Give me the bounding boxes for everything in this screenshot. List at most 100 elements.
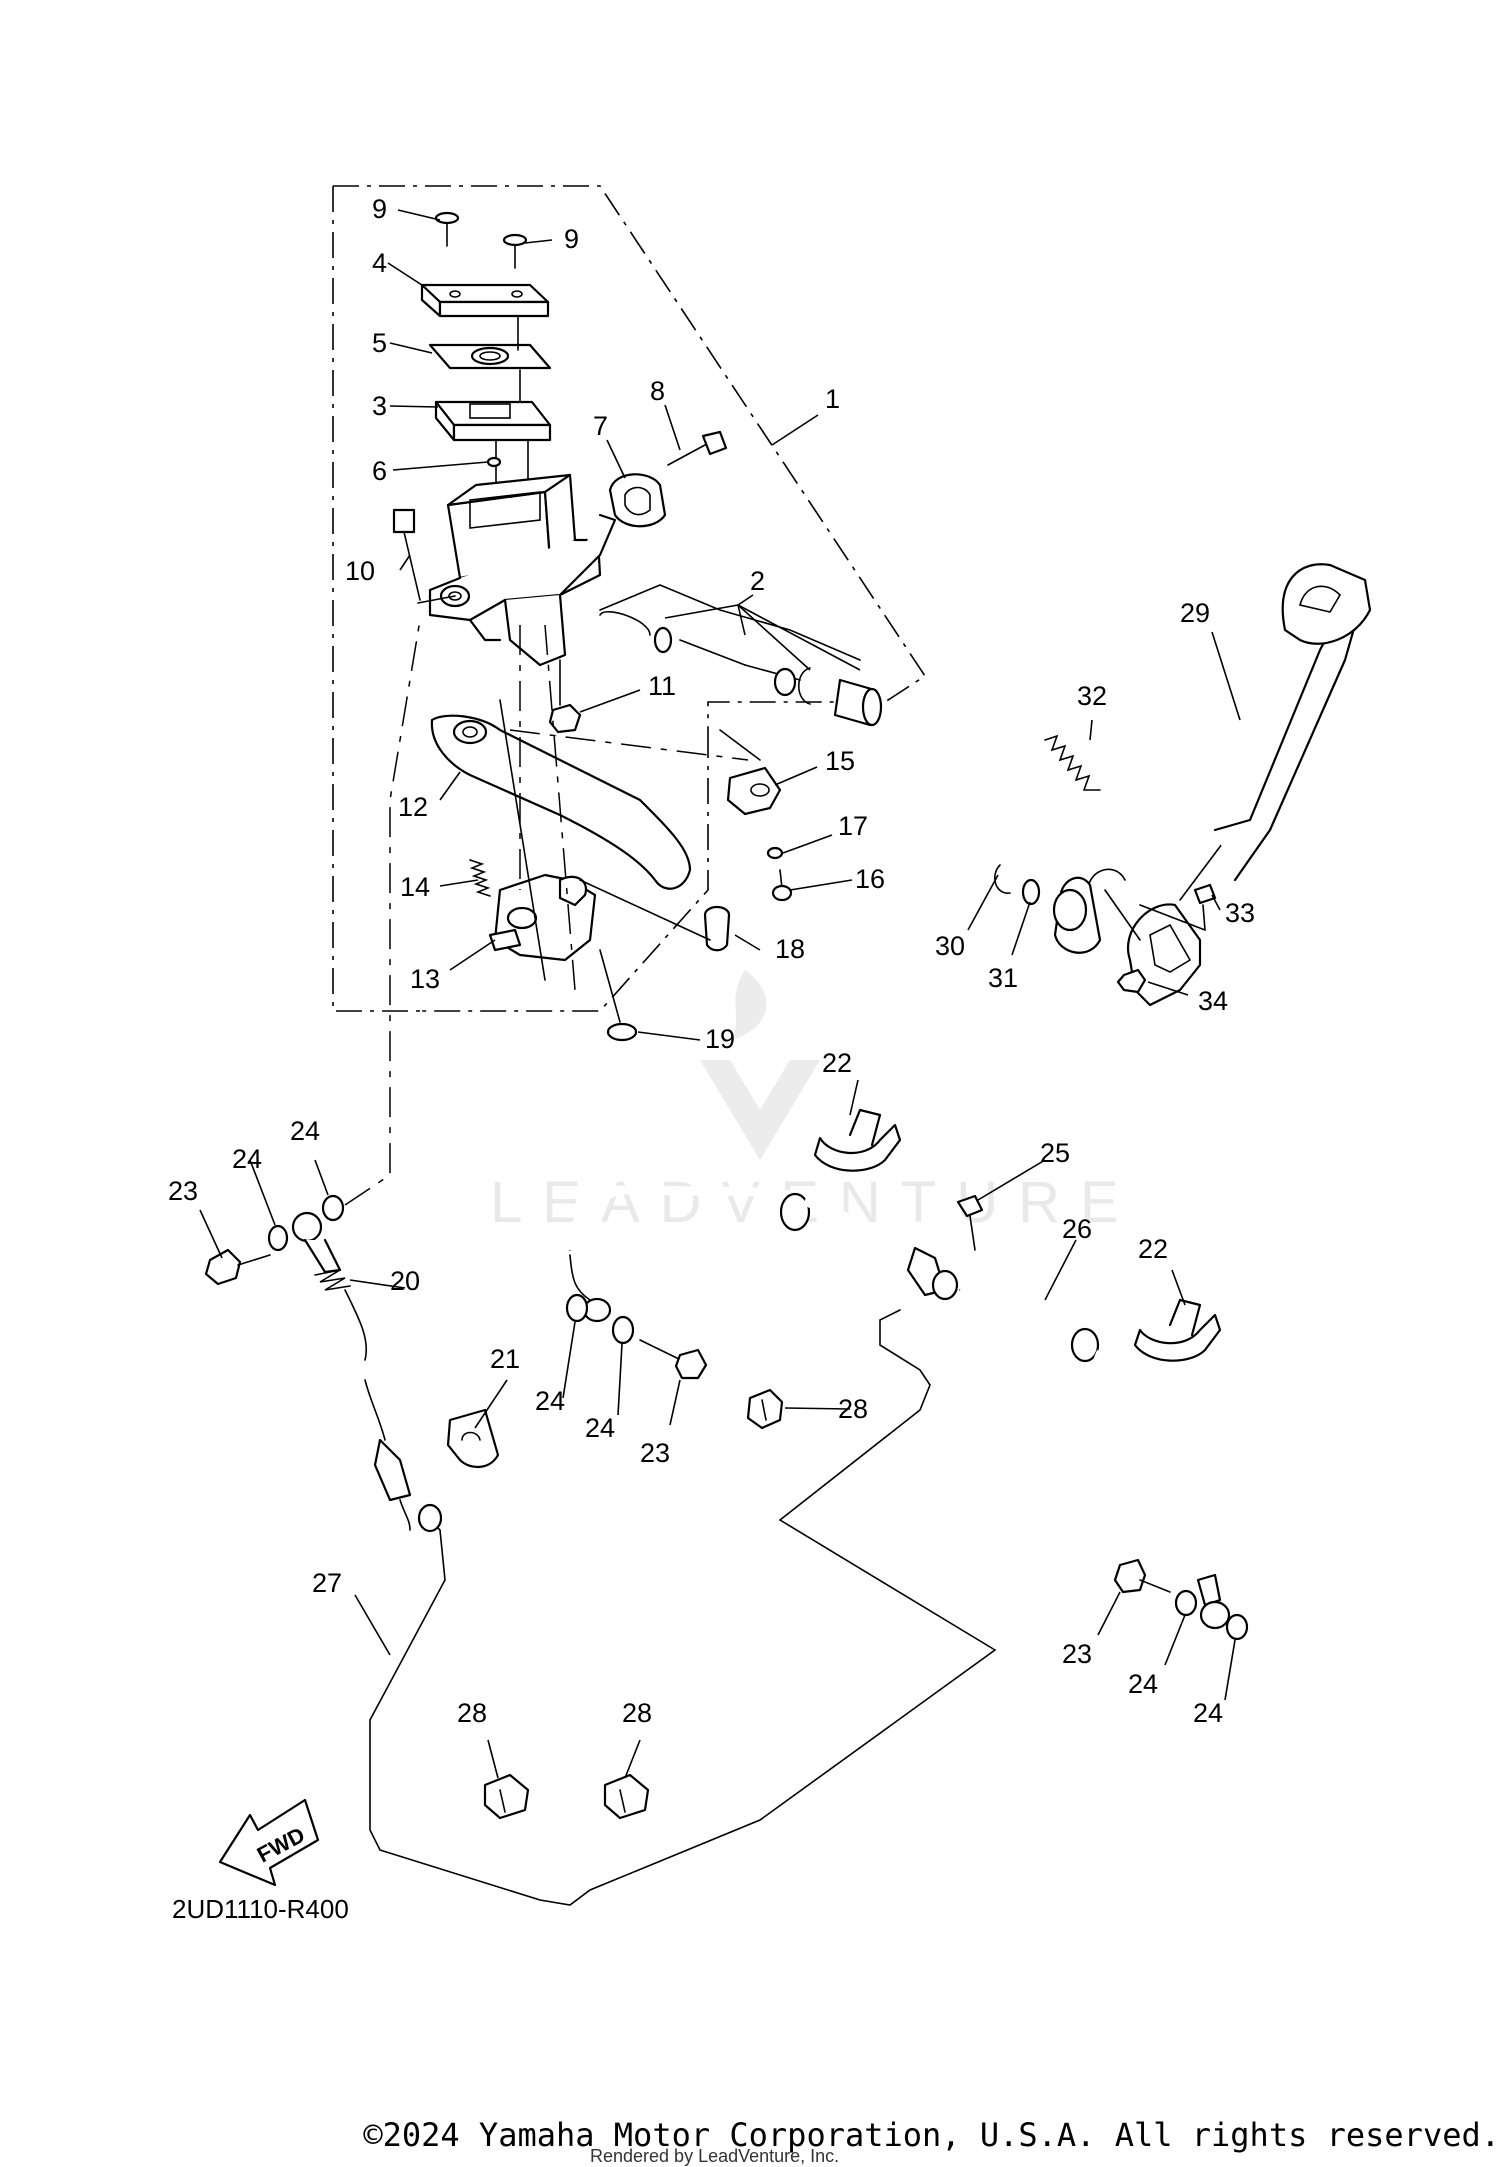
nut-34 [1116, 968, 1147, 994]
callout-31: 31 [988, 963, 1018, 993]
piston-kit [599, 610, 883, 727]
brake-lever [430, 714, 692, 890]
guide-line [417, 595, 456, 604]
hose-clamp-22-top [813, 1108, 902, 1172]
callout-7: 7 [593, 411, 608, 441]
callout-26: 26 [1062, 1214, 1092, 1244]
callout-9: 9 [564, 224, 579, 254]
callout-12: 12 [398, 792, 428, 822]
washer-24-left-upper [321, 1194, 345, 1222]
pipe-clip-28-left [483, 1773, 530, 1820]
return-spring [1044, 734, 1101, 791]
guide-line [719, 729, 761, 761]
callout-1: 1 [825, 384, 840, 414]
callout-22: 22 [822, 1048, 852, 1078]
guide-line [544, 624, 576, 991]
brake-switch [726, 766, 782, 816]
union-bolt-23-right [1113, 1558, 1171, 1594]
brake-hose-26 [565, 1185, 1246, 1630]
brake-hose-20 [291, 1211, 412, 1531]
lever-bracket [488, 873, 597, 962]
guide-line [599, 584, 861, 661]
rendered-by-notice: Rendered by LeadVenture, Inc. [590, 2146, 840, 2166]
screw-16 [771, 869, 793, 902]
washer-17 [766, 846, 784, 860]
reservoir-cover [420, 283, 550, 318]
callout-9: 9 [372, 194, 387, 224]
callout-5: 5 [372, 328, 387, 358]
callout-24: 24 [535, 1386, 565, 1416]
callout-34: 34 [1198, 986, 1228, 1016]
circlip-30 [994, 864, 1011, 894]
callout-24: 24 [585, 1413, 615, 1443]
spring-14 [469, 859, 491, 897]
screw-9-left [434, 211, 460, 247]
callout-20: 20 [390, 1266, 420, 1296]
screw-9-right [502, 233, 528, 269]
callouts: 9 9 4 5 3 6 8 7 1 10 2 11 15 12 17 16 14… [168, 194, 1255, 1728]
callout-23: 23 [640, 1438, 670, 1468]
callout-21: 21 [490, 1344, 520, 1374]
hose-clamp-22-right [1133, 1298, 1222, 1362]
washer-24-left [267, 1224, 289, 1252]
callout-10: 10 [345, 556, 375, 586]
fwd-arrow-icon: FWD [218, 1798, 320, 1887]
callout-28: 28 [622, 1698, 652, 1728]
bolt-33 [1193, 883, 1217, 931]
callout-25: 25 [1040, 1138, 1070, 1168]
callout-18: 18 [775, 934, 805, 964]
pipe-clip-28-mid [746, 1388, 784, 1430]
callout-24: 24 [290, 1116, 320, 1146]
callout-32: 32 [1077, 681, 1107, 711]
nut-11 [548, 703, 582, 734]
callout-24: 24 [1128, 1669, 1158, 1699]
washer-31 [1021, 878, 1041, 906]
pipe-clip-28-right [603, 1773, 650, 1820]
diagram-code: 2UD1110-R400 [172, 1894, 349, 1924]
brake-pedal [1052, 563, 1372, 1007]
callout-17: 17 [838, 811, 868, 841]
callout-24: 24 [1193, 1698, 1223, 1728]
callout-13: 13 [410, 964, 440, 994]
guide-line [509, 729, 749, 761]
callout-14: 14 [400, 872, 430, 902]
guide-line [499, 699, 546, 981]
washer-24-mid-a [565, 1293, 589, 1323]
diaphragm [434, 400, 552, 442]
holder-clamp [608, 473, 667, 528]
washer-24-right-a [1174, 1589, 1198, 1617]
damper-6 [486, 456, 502, 468]
watermark-logo [700, 970, 820, 1160]
bolt-10 [392, 508, 421, 601]
callout-3: 3 [372, 391, 387, 421]
copyright-notice: ©2024 Yamaha Motor Corporation, U.S.A. A… [363, 2116, 1500, 2154]
master-cylinder-body [428, 473, 617, 667]
callout-8: 8 [650, 376, 665, 406]
bolt-8 [667, 430, 728, 466]
callout-22: 22 [1138, 1234, 1168, 1264]
callout-23: 23 [1062, 1639, 1092, 1669]
union-bolt-23-left [204, 1248, 271, 1286]
guide-line [344, 619, 421, 1206]
callout-30: 30 [935, 931, 965, 961]
union-bolt-23-mid [639, 1339, 708, 1380]
washer-24-right-b [1225, 1613, 1249, 1641]
callout-28: 28 [838, 1394, 868, 1424]
callout-28: 28 [457, 1698, 487, 1728]
brake-pipe-27 [369, 1309, 997, 1906]
callout-15: 15 [825, 746, 855, 776]
callout-16: 16 [855, 864, 885, 894]
guide-line [579, 879, 711, 941]
bushing-19 [606, 1022, 638, 1042]
callout-19: 19 [705, 1024, 735, 1054]
callout-33: 33 [1225, 898, 1255, 928]
callout-4: 4 [372, 248, 387, 278]
callout-2: 2 [750, 566, 765, 596]
hose-clip-21 [446, 1408, 500, 1468]
callout-6: 6 [372, 456, 387, 486]
pivot-pin [703, 905, 731, 952]
callout-23: 23 [168, 1176, 198, 1206]
diaphragm-plate [428, 343, 552, 370]
guide-line [1139, 904, 1206, 931]
